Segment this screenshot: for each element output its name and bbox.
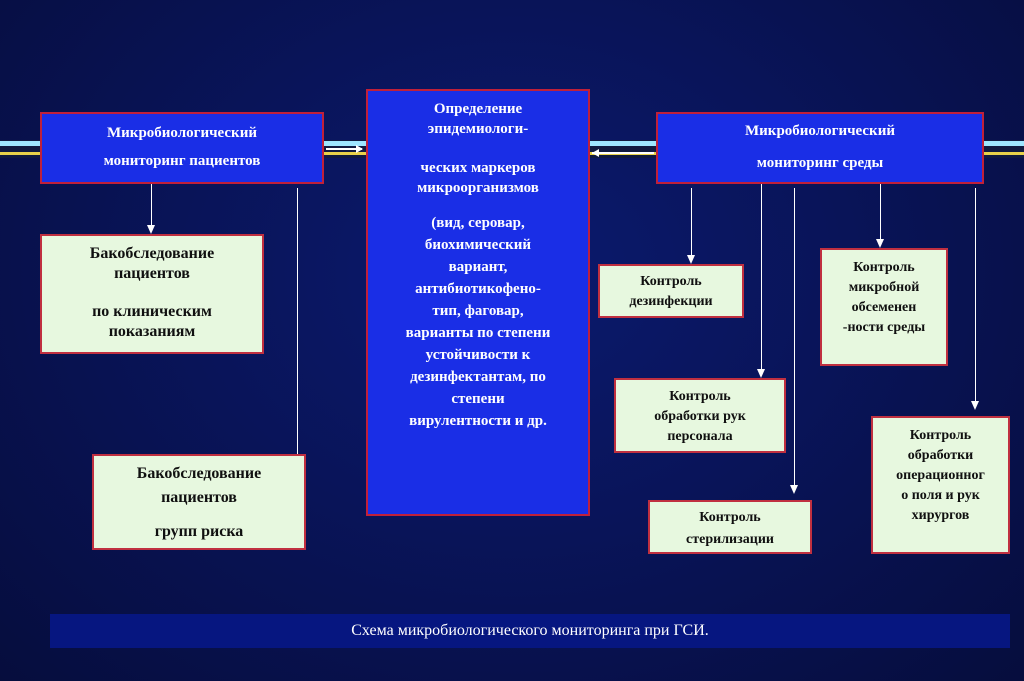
patient-test-risk-line2: пациентов: [161, 489, 237, 506]
down-arrow-icon: [971, 401, 979, 410]
markers-line13: степени: [451, 391, 505, 407]
caption-text: Схема микробиологического мониторинга пр…: [351, 622, 709, 639]
environment-monitoring-box: Микробиологический мониторинг среды: [656, 112, 984, 184]
markers-line3: ческих маркеров: [420, 160, 536, 176]
control-sterilization-line2: стерилизации: [686, 532, 774, 547]
markers-box: Определение эпидемиологи- ческих маркеро…: [366, 89, 590, 516]
control-contamination-line1: Контроль: [853, 260, 915, 275]
env-arrow-line-surgical: [975, 188, 976, 402]
patient-test-clinical-line1: Бакобследование: [89, 245, 215, 262]
patient-test-clinical-line2: пациентов: [114, 265, 190, 282]
control-contamination-line3: обсеменен: [851, 300, 917, 315]
control-surgical-line5: хирургов: [911, 508, 970, 523]
patients-monitoring-line1: Микробиологический: [107, 125, 257, 141]
control-disinfection-line2: дезинфекции: [629, 294, 713, 309]
env-arrow-line-hands: [761, 184, 762, 370]
environment-monitoring-line1: Микробиологический: [745, 123, 895, 139]
markers-line5: (вид, серовар,: [431, 215, 525, 231]
patient-test-clinical-line3: по клиническим: [92, 303, 212, 320]
patient-arrow-line-1: [151, 184, 152, 226]
control-surgical-line1: Контроль: [909, 428, 972, 443]
markers-line11: устойчивости к: [425, 347, 531, 363]
down-arrow-icon: [876, 239, 884, 248]
patient-test-clinical-box: Бакобследование пациентов по клиническим…: [40, 234, 264, 354]
control-disinfection-box: Контроль дезинфекции: [598, 264, 744, 318]
markers-line2: эпидемиологи-: [427, 121, 529, 137]
patient-test-risk-box: Бакобследование пациентов групп риска: [92, 454, 306, 550]
markers-line1: Определение: [433, 101, 523, 117]
env-arrow-line-disinfection: [691, 188, 692, 256]
patient-test-risk-line3: групп риска: [154, 523, 244, 540]
patient-test-clinical-line4: показаниям: [108, 323, 196, 340]
right-arrow-icon: [356, 145, 363, 153]
control-surgical-line4: о поля и рук: [901, 488, 980, 503]
control-surgical-line3: операционног: [896, 468, 985, 483]
control-surgical-box: Контроль обработки операционног о поля и…: [871, 416, 1010, 554]
markers-line14: вирулентности и др.: [409, 413, 547, 429]
control-contamination-box: Контроль микробной обсеменен -ности сред…: [820, 248, 948, 366]
markers-line6: биохимический: [424, 237, 532, 253]
control-hands-line3: персонала: [667, 429, 733, 444]
markers-line10: варианты по степени: [405, 325, 551, 341]
environment-monitoring-line2: мониторинг среды: [756, 155, 884, 171]
markers-line4: микроорганизмов: [417, 180, 539, 196]
markers-line7: вариант,: [448, 259, 508, 275]
left-arrow-icon: [592, 149, 599, 157]
control-hands-line2: обработки рук: [654, 409, 746, 424]
control-surgical-line2: обработки: [907, 448, 974, 463]
down-arrow-icon: [687, 255, 695, 264]
env-arrow-line-sterilization: [794, 188, 795, 486]
right-connector-line: [592, 152, 654, 154]
control-sterilization-box: Контроль стерилизации: [648, 500, 812, 554]
down-arrow-icon: [790, 485, 798, 494]
control-hands-box: Контроль обработки рук персонала: [614, 378, 786, 453]
down-arrow-icon: [147, 225, 155, 234]
patients-monitoring-line2: мониторинг пациентов: [103, 153, 261, 169]
control-contamination-line2: микробной: [848, 280, 920, 295]
patients-monitoring-box: Микробиологический мониторинг пациентов: [40, 112, 324, 184]
patient-line-2: [297, 188, 298, 456]
markers-line12: дезинфектантам, по: [410, 369, 546, 385]
control-sterilization-line1: Контроль: [699, 510, 761, 525]
caption-bar: Схема микробиологического мониторинга пр…: [50, 614, 1010, 648]
markers-line8: антибиотикофено-: [415, 281, 541, 297]
left-connector-line: [326, 148, 362, 150]
markers-line9: тип, фаговар,: [432, 303, 524, 319]
patient-test-risk-line1: Бакобследование: [136, 465, 262, 482]
down-arrow-icon: [757, 369, 765, 378]
env-arrow-line-contamination: [880, 184, 881, 240]
control-hands-line1: Контроль: [669, 389, 731, 404]
control-disinfection-line1: Контроль: [640, 274, 702, 289]
control-contamination-line4: -ности среды: [842, 320, 926, 335]
